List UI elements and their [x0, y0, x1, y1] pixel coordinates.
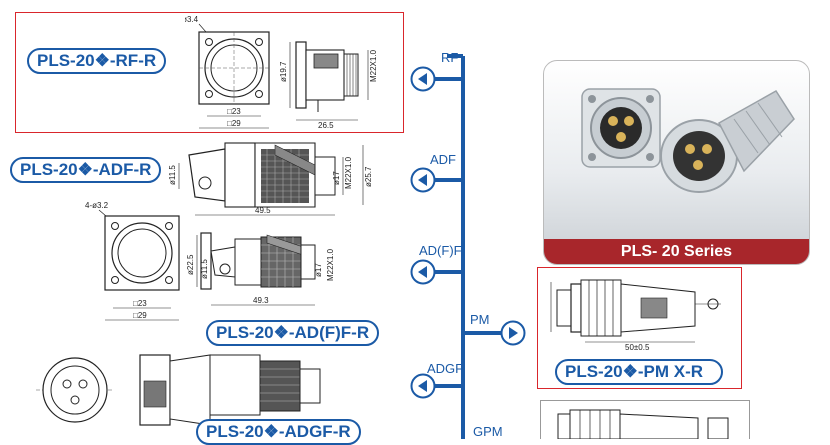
rf-w1-dim: □23 [227, 107, 241, 116]
arrow-adff-icon [410, 259, 436, 285]
arrow-rf-icon [410, 66, 436, 92]
adff-holes-dim: 4-ø3.2 [85, 201, 109, 210]
arrow-pm-icon [500, 320, 526, 346]
branch-label-rf: RF [441, 50, 459, 65]
model-label-pm: PLS-20❖-PM X-R [555, 359, 723, 385]
gpm-side-view [557, 409, 729, 439]
pm-drawing-frame [537, 267, 742, 389]
rf-holes-dim: 4-ø3.4 [185, 15, 199, 24]
pm-side-view: 50±0.5 [550, 279, 721, 352]
model-label-adff: PLS-20❖-AD(F)F-R [206, 320, 380, 346]
model-label-adgf: PLS-20❖-ADGF-R [196, 419, 361, 445]
branch-label-adgf: ADGF [427, 361, 464, 376]
product-photo-panel: PLS- 20 Series [543, 60, 810, 265]
adff-side-view: ø22.5 ø11.5 ø17 M22X1.0 49.3 [186, 232, 335, 306]
rf-flange-front-view: 4-ø3.4 □23 □29 [185, 15, 270, 129]
branch-label-gpm: GPM [473, 424, 503, 439]
adf-d4-dim: ø25.7 [364, 166, 373, 187]
photo-caption: PLS- 20 Series [620, 243, 733, 260]
adf-side-view: ø11.5 ø17 M22X1.0 ø25.7 49.5 [168, 142, 373, 216]
pm-len-dim: 50±0.5 [625, 343, 650, 352]
gpm-drawing-frame [540, 400, 750, 439]
adff-d3-dim: M22X1.0 [326, 248, 335, 281]
adf-d1-dim: ø11.5 [168, 165, 177, 185]
adf-d3-dim: M22X1.0 [344, 156, 353, 189]
model-label-rf: PLS-20❖-RF-R [27, 48, 167, 74]
adf-d2-dim: ø17 [332, 171, 341, 185]
photo-caption-bar: PLS- 20 Series [544, 239, 809, 264]
rf-len-dim: 26.5 [318, 121, 334, 130]
product-photo [581, 88, 795, 193]
rf-drawing-frame [15, 12, 404, 133]
rf-d2-dim: M22X1.0 [369, 49, 378, 82]
adff-d1-dim: ø11.5 [200, 259, 209, 279]
rf-d1-dim: ø19.7 [279, 61, 288, 82]
branch-label-pm: PM [470, 312, 490, 327]
branch-label-adf: ADF [430, 152, 456, 167]
adff-w1-dim: □23 [133, 299, 147, 308]
arrow-adf-icon [410, 167, 436, 193]
adgf-front-view [36, 357, 114, 423]
adff-len-dim: 49.3 [253, 296, 269, 305]
adff-d2-dim: ø17 [314, 263, 323, 277]
branch-label-adff: AD(F)F [419, 243, 462, 258]
adff-w2-dim: □29 [133, 311, 147, 320]
rf-w2-dim: □29 [227, 119, 241, 128]
arrow-adgf-icon [410, 373, 436, 399]
rf-side-view: ø19.7 M22X1.0 26.5 [279, 41, 378, 130]
adgf-side-view [139, 354, 321, 426]
model-label-adf: PLS-20❖-ADF-R [10, 157, 162, 183]
adff-flange-front-view: 4-ø3.2 □23 □29 [85, 201, 180, 321]
adf-len-dim: 49.5 [255, 206, 271, 215]
adff-d0-dim: ø22.5 [186, 254, 195, 275]
